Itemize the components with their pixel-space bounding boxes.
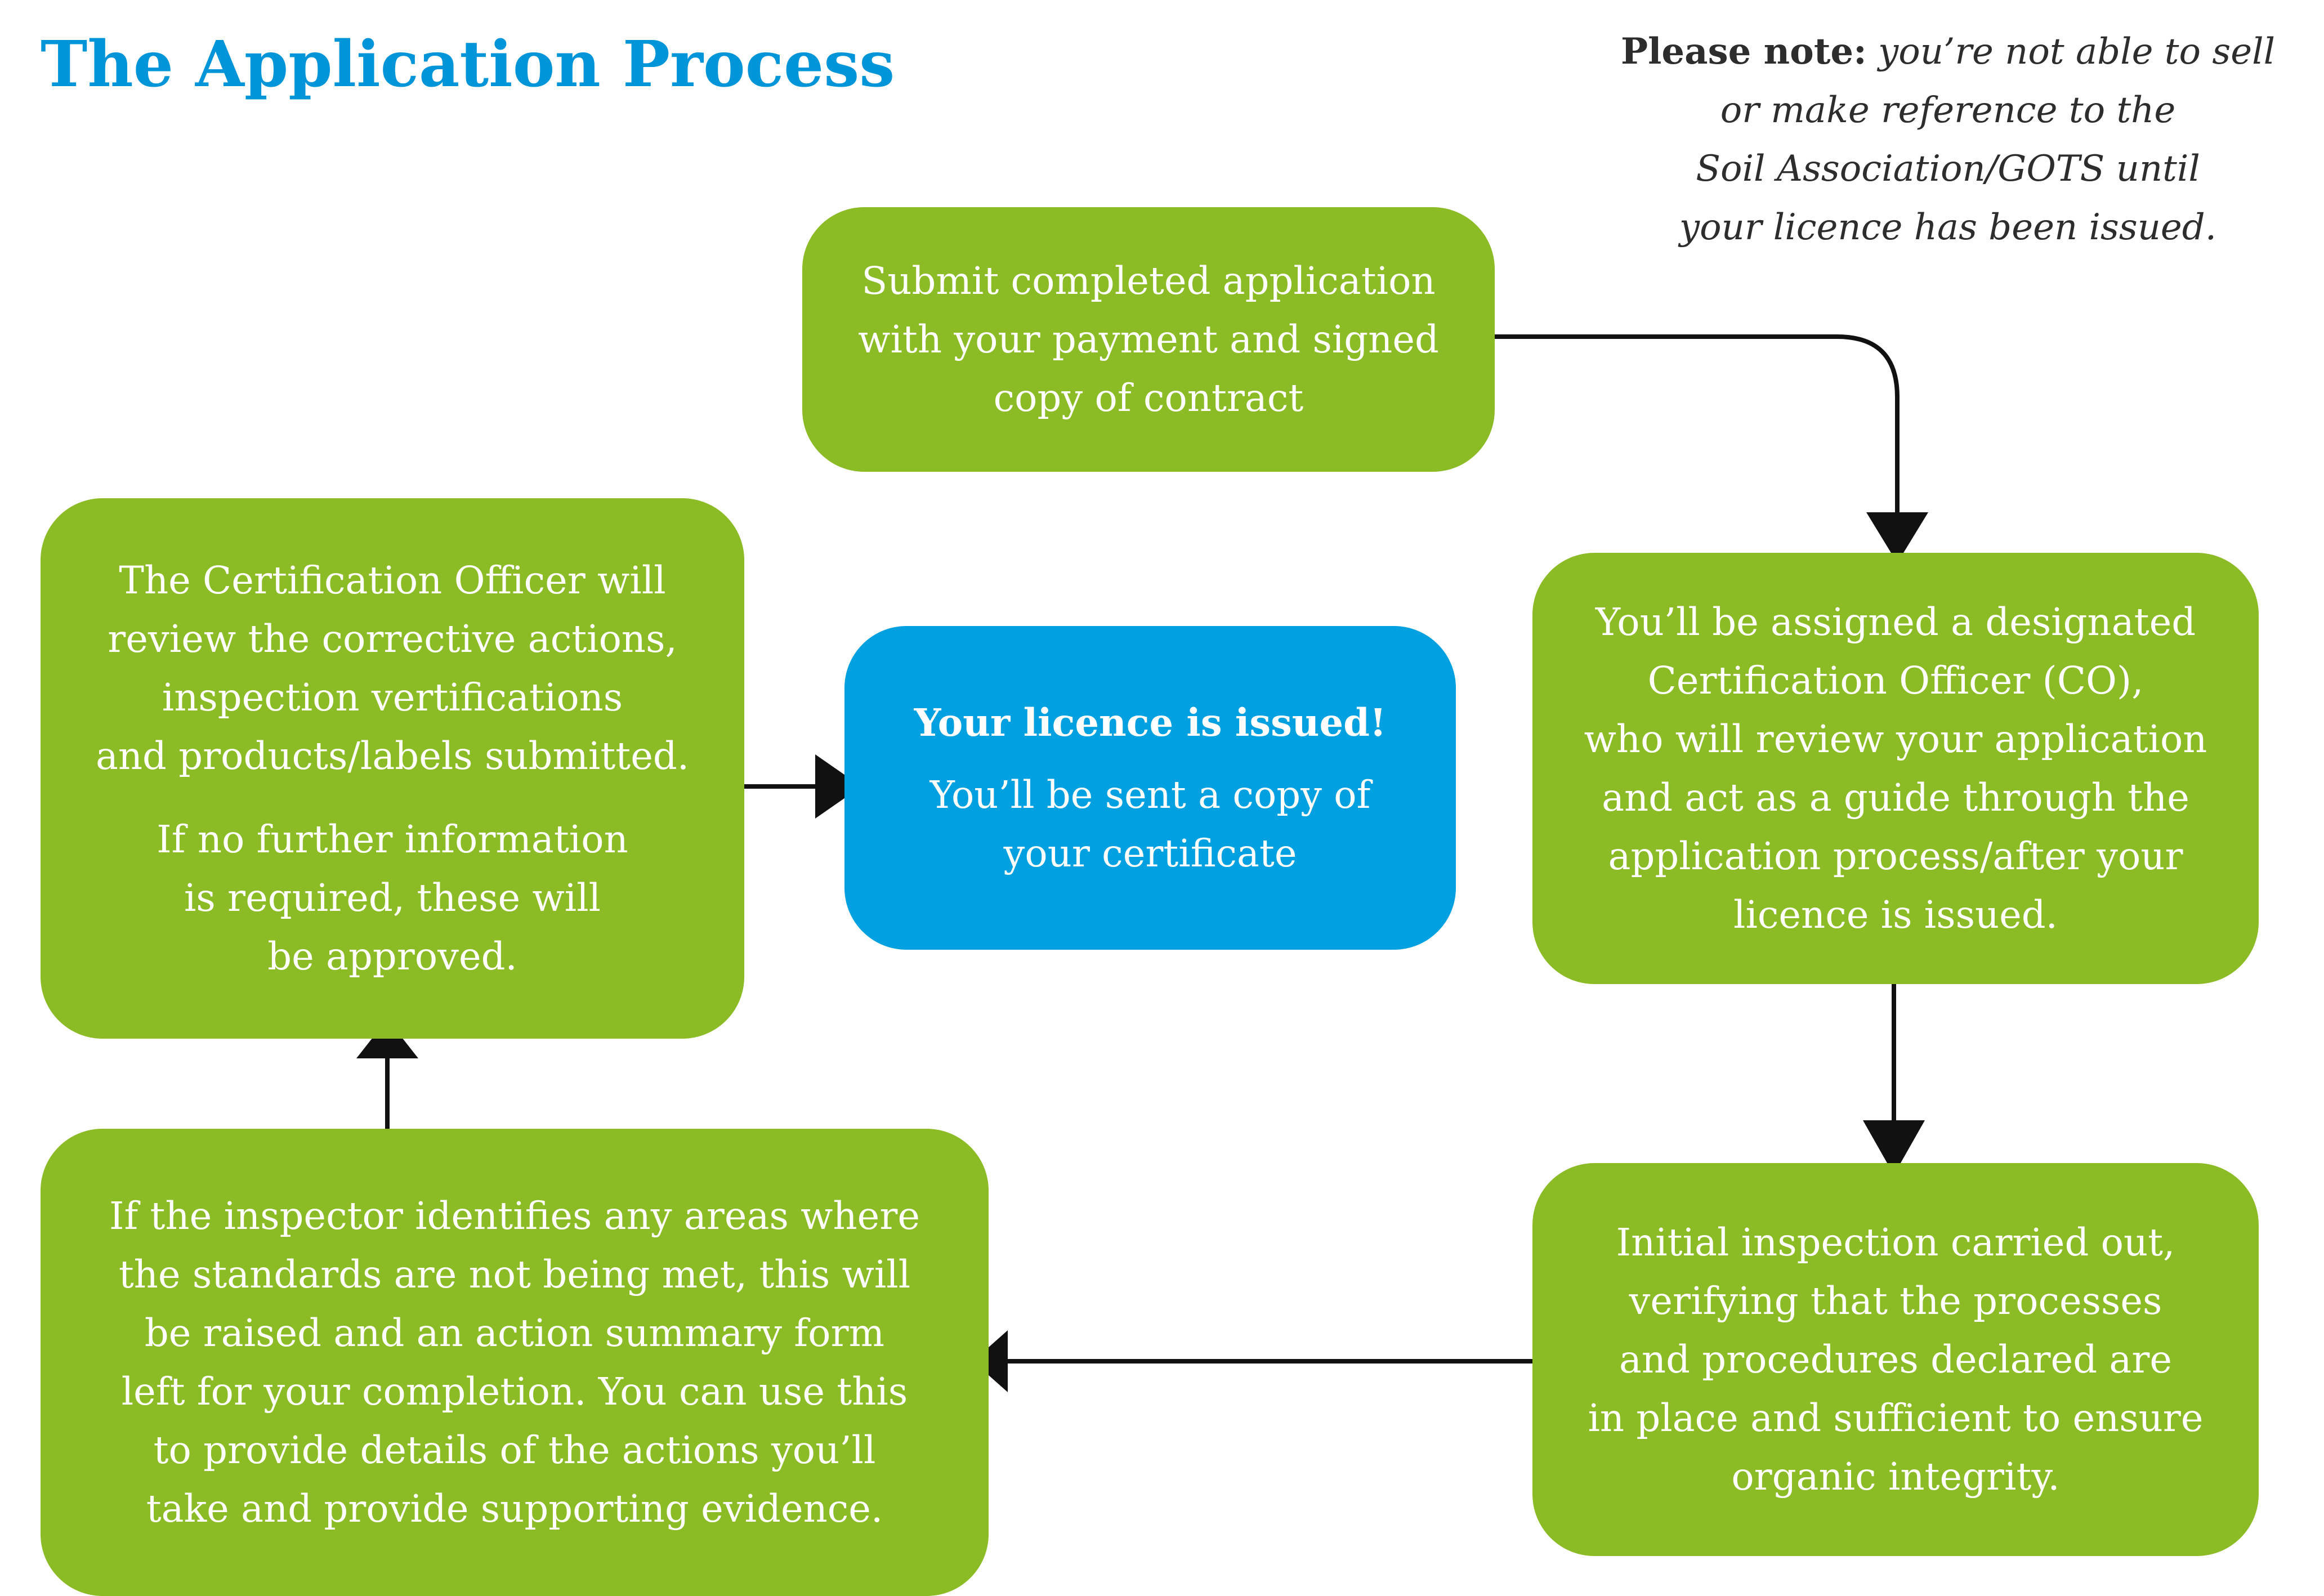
step-corrective-actions: If the inspector identifies any areas wh… <box>41 1129 989 1596</box>
arrowhead-up <box>356 1019 418 1058</box>
step-assign-officer: You’ll be assigned a designated Certific… <box>1532 553 2259 984</box>
page-title: The Application Process <box>41 28 895 101</box>
step-text-line: the standards are not being met, this wi… <box>118 1253 911 1297</box>
step-text-line: be raised and an action summary form <box>144 1311 885 1355</box>
step-text-line: licence is issued. <box>1733 893 2058 937</box>
step-text-line: who will review your application <box>1584 717 2207 761</box>
note-lead: Please note: <box>1620 30 1867 73</box>
step-text-line: copy of contract <box>993 376 1304 420</box>
licence-issued-heading: Your licence is issued! <box>914 700 1387 745</box>
step-text-line: organic integrity. <box>1731 1455 2060 1499</box>
step-text-line: be approved. <box>267 935 517 978</box>
step-text-line: your certificate <box>1003 831 1297 875</box>
step-text-line: in place and sufficient to ensure <box>1588 1396 2204 1440</box>
step-text-line: and products/labels submitted. <box>95 734 690 778</box>
note-line: Soil Association/GOTS until <box>1696 148 2200 190</box>
step-text-line: The Certification Officer will <box>119 558 666 602</box>
step-text-line: You’ll be sent a copy of <box>929 772 1371 817</box>
step-text-line: and procedures declared are <box>1619 1338 2173 1382</box>
note-line: you’re not able to sell <box>1878 31 2276 73</box>
step-initial-inspection: Initial inspection carried out, verifyin… <box>1532 1163 2259 1556</box>
step-text-line: Initial inspection carried out, <box>1616 1221 2175 1264</box>
step-text-line: take and provide supporting evidence. <box>146 1487 883 1531</box>
step-text-line: and act as a guide through the <box>1602 776 2189 820</box>
note-line: your licence has been issued. <box>1679 207 2217 248</box>
arrowhead-right <box>815 754 861 819</box>
arrowhead-down <box>1863 1120 1925 1175</box>
step-text-line: is required, these will <box>184 876 601 920</box>
step-text-line: Certification Officer (CO), <box>1647 659 2144 703</box>
step-text-line: left for your completion. You can use th… <box>121 1370 908 1414</box>
step-officer-review: The Certification Officer will review th… <box>41 498 744 1039</box>
note-line: or make reference to the <box>1720 90 2176 131</box>
step-text-line: You’ll be assigned a designated <box>1595 600 2196 644</box>
step-text-line: application process/after your <box>1608 834 2183 878</box>
step-licence-issued: Your licence is issued! You’ll be sent a… <box>844 626 1456 950</box>
arrowhead-left <box>973 1330 1008 1392</box>
step-submit-application: Submit completed application with your p… <box>802 207 1495 472</box>
step-text-line: to provide details of the actions you’ll <box>153 1428 876 1472</box>
connector-submit-to-assign <box>1495 334 1900 512</box>
please-note: Please note: you’re not able to sell or … <box>1605 23 2291 257</box>
step-text-line: verifying that the processes <box>1629 1279 2162 1323</box>
arrowhead-down <box>1866 512 1928 563</box>
step-text-line: inspection vertifications <box>162 676 623 719</box>
step-text-line: with your payment and signed <box>858 318 1439 361</box>
step-text-line: If the inspector identifies any areas wh… <box>109 1194 920 1238</box>
step-text-line: Submit completed application <box>861 259 1436 303</box>
step-text-line: review the corrective actions, <box>108 617 677 661</box>
step-text-line: If no further information <box>157 817 628 861</box>
